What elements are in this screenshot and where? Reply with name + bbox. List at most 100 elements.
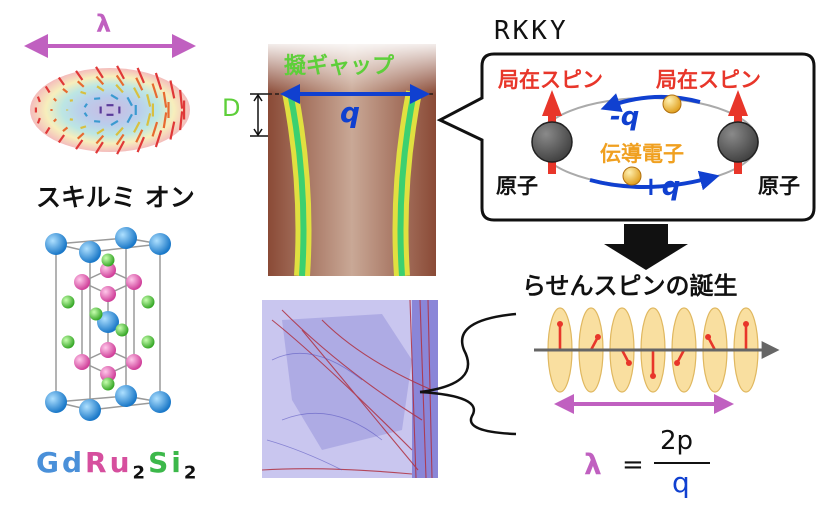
spin-arrow-head xyxy=(705,334,712,340)
skyrmion-spin xyxy=(57,134,66,144)
right-atom xyxy=(717,90,759,174)
skyrmion-spin xyxy=(162,112,168,129)
skyrmion-spin xyxy=(53,97,58,102)
skyrmion-spin xyxy=(135,77,144,91)
skyrmion-spin xyxy=(44,85,51,94)
skyrmion-spin xyxy=(83,112,88,117)
skyrmion-spin xyxy=(115,133,125,146)
skyrmion-label: スキルミ オン xyxy=(36,183,195,212)
skyrmion-disk xyxy=(30,68,190,152)
formula-equals: = xyxy=(622,450,644,480)
formula-part: Si xyxy=(148,446,184,479)
formula-lambda: λ xyxy=(584,448,602,481)
connector-curves xyxy=(419,312,517,436)
electron-bottom xyxy=(622,166,642,186)
skyrmion-spin xyxy=(62,126,69,132)
formula-part: 2 xyxy=(132,462,149,484)
formula-part: Gd xyxy=(36,446,86,479)
d-bracket xyxy=(250,93,268,137)
skyrmion-spin xyxy=(62,88,69,94)
skyrmion-spin xyxy=(94,120,101,123)
skyrmion-spin xyxy=(179,89,184,109)
skyrmion-lambda-label: λ xyxy=(96,10,112,38)
atom-left-label: 原子 xyxy=(496,174,538,198)
spin-arrow-head xyxy=(650,373,656,379)
crystal-atoms xyxy=(45,227,171,421)
formula-part: Ru xyxy=(85,446,133,479)
spiral-spin-diagram xyxy=(534,307,780,414)
left-atom xyxy=(531,90,573,174)
skyrmion-spin-arrows xyxy=(34,65,186,155)
minus-q-arrow xyxy=(600,93,701,113)
skyrmion-spin xyxy=(179,111,184,131)
skyrmion-spin xyxy=(136,67,145,84)
q-arrow xyxy=(280,84,430,104)
skyrmion-spin xyxy=(53,118,58,123)
skyrmion-spin xyxy=(95,141,104,154)
skyrmion-spin xyxy=(126,96,133,107)
skyrmion-spin xyxy=(169,80,176,99)
skyrmion-figure xyxy=(24,34,196,155)
skyrmion-spin xyxy=(75,139,84,150)
skyrmion-spin xyxy=(136,136,145,153)
skyrmion-spin xyxy=(96,85,105,92)
skyrmion-spin xyxy=(169,121,176,140)
skyrmion-spin xyxy=(57,76,66,86)
skyrmion-spin xyxy=(110,119,119,127)
skyrmion-spin xyxy=(162,91,168,108)
crystal-formula: GdRu2Si2 xyxy=(36,446,199,484)
formula-denominator: q xyxy=(672,466,690,499)
skyrmion-spin xyxy=(95,75,105,86)
domain-image xyxy=(262,300,438,478)
formula-numerator: 2p xyxy=(660,426,694,456)
local-spin-left: 局在スピン xyxy=(498,68,603,92)
spin-arrow-head xyxy=(625,360,632,366)
spin-arrow-head xyxy=(594,334,601,340)
skyrmion-spin xyxy=(115,74,125,87)
skyrmion-spin xyxy=(83,103,88,108)
down-arrow xyxy=(604,224,688,270)
skyrmion-spin xyxy=(96,128,105,135)
skyrmion-spin xyxy=(44,126,51,135)
d-label: D xyxy=(222,94,241,122)
rkky-bubble xyxy=(436,52,816,222)
skyrmion-spin xyxy=(95,134,105,145)
skyrmion-spin xyxy=(95,66,104,79)
skyrmion-spin xyxy=(110,93,119,101)
spiral-title: らせんスピンの誕生 xyxy=(522,272,738,300)
spin-arrow-head xyxy=(674,360,681,366)
skyrmion-spin xyxy=(146,113,152,126)
skyrmion-spin xyxy=(133,87,141,99)
q-label: q xyxy=(340,96,361,129)
skyrmion-spin xyxy=(80,90,87,95)
conduction-electron-label: 伝導電子 xyxy=(600,142,684,166)
rkky-title: RKKY xyxy=(494,16,569,46)
formula-fraction-bar xyxy=(654,462,710,464)
crystal-structure xyxy=(45,227,171,421)
skyrmion-spin xyxy=(80,125,87,130)
rkky-diagram xyxy=(531,90,759,191)
skyrmion-spin xyxy=(94,97,101,100)
minus-q-label: -q xyxy=(610,102,640,132)
skyrmion-spin xyxy=(135,129,144,143)
skyrmion-spin xyxy=(36,117,41,124)
plus-q-arrow xyxy=(589,170,720,191)
local-spin-right: 局在スピン xyxy=(656,68,761,92)
skyrmion-spin xyxy=(115,84,124,94)
skyrmion-spin xyxy=(116,65,125,80)
skyrmion-spin xyxy=(146,94,152,107)
spin-arrow-head xyxy=(557,321,563,327)
skyrmion-spin xyxy=(154,72,163,90)
skyrmion-spin xyxy=(75,70,84,81)
skyrmion-spin xyxy=(36,96,41,103)
skyrmion-spin xyxy=(151,121,159,137)
formula-part: 2 xyxy=(183,462,200,484)
plus-q-label: +q xyxy=(640,172,681,202)
skyrmion-spin xyxy=(76,132,85,140)
spin-arrow-head xyxy=(743,321,749,327)
skyrmion-spin xyxy=(76,80,85,88)
skyrmion-spin xyxy=(116,140,125,155)
atom-right-label: 原子 xyxy=(758,174,800,198)
skyrmion-spin xyxy=(151,83,159,99)
electron-top xyxy=(662,94,682,114)
